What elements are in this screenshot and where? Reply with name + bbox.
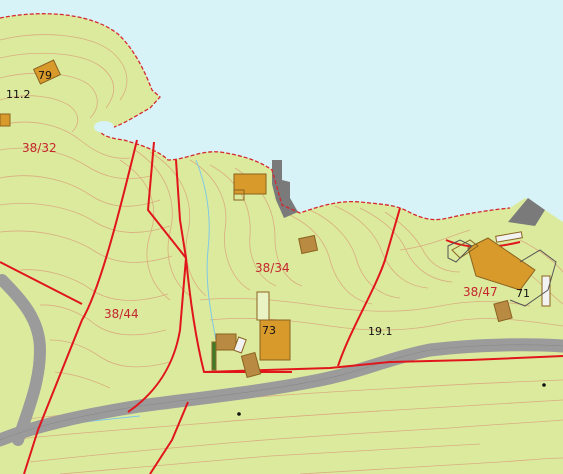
road-edge [0, 344, 563, 441]
stream-line [195, 159, 217, 341]
road-branch [0, 274, 47, 446]
pond [94, 121, 114, 133]
parcel-label: 38/47 [463, 285, 498, 299]
parcel-label: 38/34 [255, 261, 290, 275]
building [233, 173, 267, 195]
building [32, 59, 62, 85]
building [233, 336, 247, 354]
house-number: 73 [262, 324, 276, 337]
survey-point [237, 412, 241, 416]
contour-lines [0, 34, 563, 474]
building [451, 239, 479, 259]
buildings [0, 59, 551, 379]
building [259, 319, 291, 361]
house-number: 71 [516, 287, 530, 300]
building [233, 189, 245, 201]
pier [272, 160, 298, 218]
building-outline [447, 239, 473, 263]
building [467, 237, 536, 291]
map-label: 11.2 [6, 88, 31, 101]
parcel-label: 38/32 [22, 141, 57, 155]
parcel-label: 38/44 [104, 307, 139, 321]
building [215, 333, 237, 351]
property-boundaries [0, 139, 563, 474]
building [256, 291, 270, 321]
building-outline [509, 249, 557, 307]
building [298, 234, 319, 255]
shoreline [0, 13, 511, 221]
land-area [0, 13, 563, 474]
building [495, 231, 523, 243]
survey-point [542, 383, 546, 387]
pier [508, 198, 545, 226]
building [493, 299, 513, 323]
building [240, 351, 262, 379]
map-label: 19.1 [368, 325, 393, 338]
building [0, 113, 11, 127]
building [211, 341, 217, 371]
house-number: 79 [38, 69, 52, 82]
